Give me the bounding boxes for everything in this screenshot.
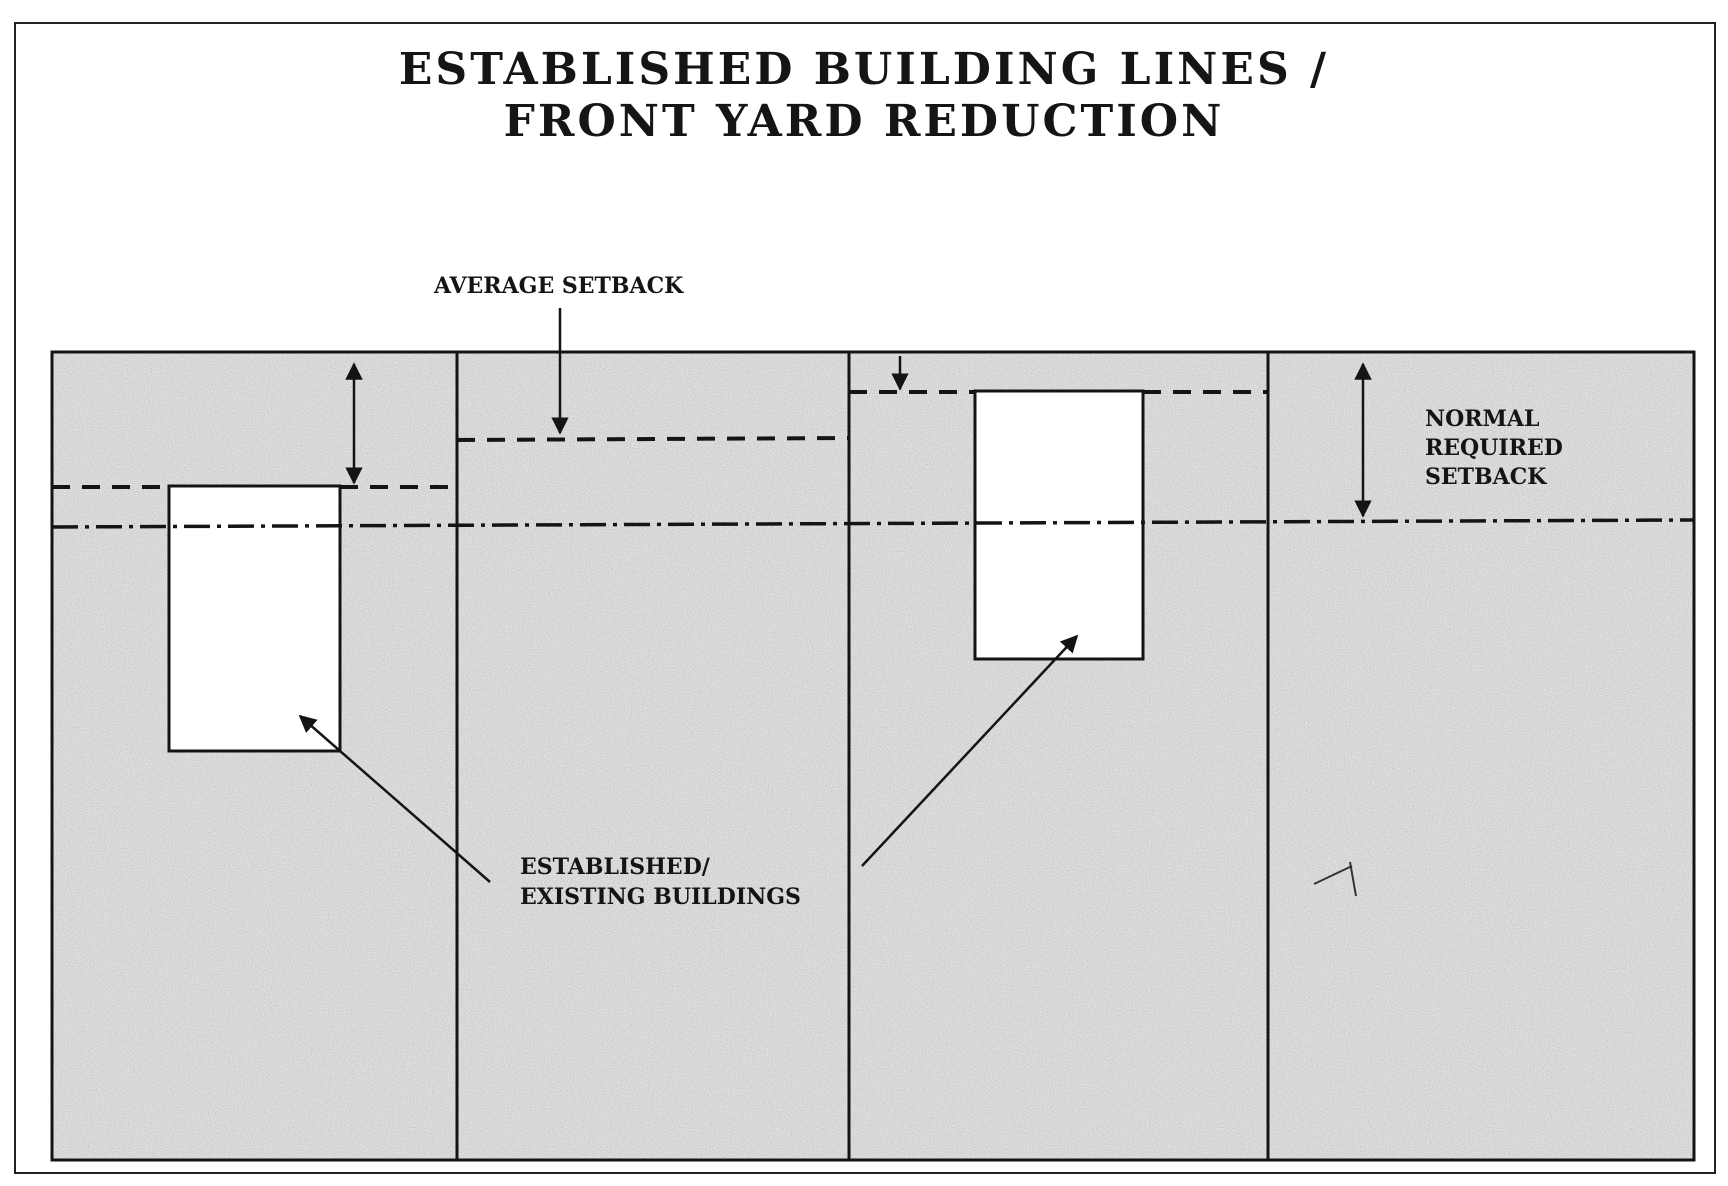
lots-area xyxy=(50,350,1696,1162)
pointer-to-left-building xyxy=(298,714,491,883)
normal-required-setback-label: NORMAL REQUIRED SETBACK xyxy=(1425,406,1563,490)
normal-required-setback-line xyxy=(51,518,1695,529)
average-setback-line xyxy=(456,436,850,442)
normal-required-setback-line-3: SETBACK xyxy=(1425,464,1547,490)
normal-required-setback-line-1: NORMAL xyxy=(1425,406,1539,432)
established-buildings-label: ESTABLISHED/ EXISTING BUILDINGS xyxy=(520,854,801,910)
title-line-1: ESTABLISHED BUILDING LINES / xyxy=(398,44,1330,95)
established-buildings-line-2: EXISTING BUILDINGS xyxy=(520,884,801,910)
scan-mark xyxy=(1313,861,1357,897)
dimension-arrows xyxy=(298,308,1372,883)
existing-building-lines xyxy=(52,390,1268,489)
pointer-to-right-building xyxy=(861,634,1079,867)
normal-required-setback-line-2: REQUIRED xyxy=(1425,435,1563,461)
lot-dividers xyxy=(455,352,1270,1160)
average-setback-label: AVERAGE SETBACK xyxy=(433,273,684,299)
existing-building-right xyxy=(973,389,1145,661)
established-buildings-line-1: ESTABLISHED/ xyxy=(520,854,711,880)
title-line-2: FRONT YARD REDUCTION xyxy=(503,96,1225,147)
figure-frame xyxy=(14,22,1716,1174)
diagram-title: ESTABLISHED BUILDING LINES / FRONT YARD … xyxy=(0,44,1728,148)
existing-building-left xyxy=(167,484,342,753)
